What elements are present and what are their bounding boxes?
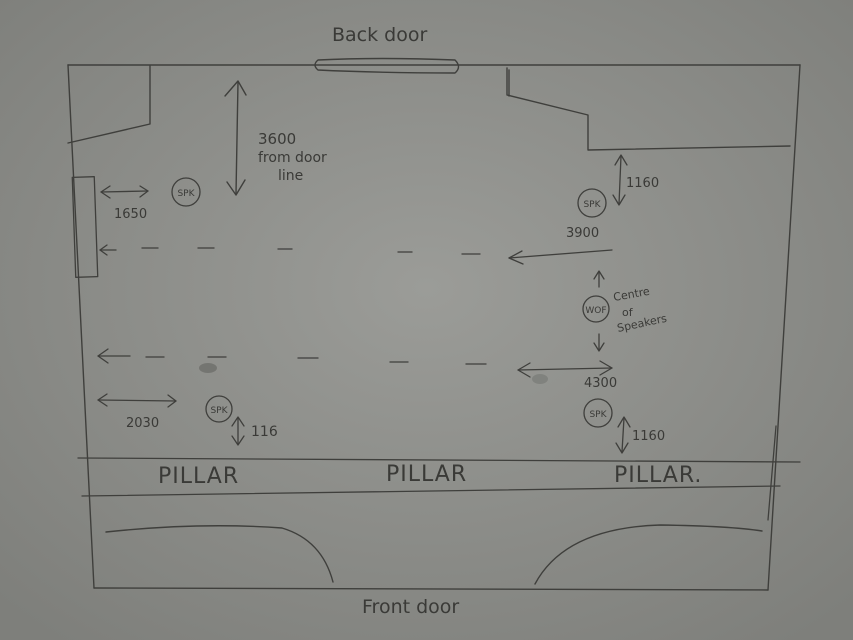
speaker-bottom-left: SPK <box>205 395 233 423</box>
speaker-top-left: SPK <box>171 177 201 207</box>
top-left-fixture <box>67 65 151 144</box>
dim-2030-value: 2030 <box>126 416 159 431</box>
dim-1650-arrow <box>100 185 149 199</box>
speaker-line-bottom <box>97 348 487 365</box>
speaker-top-right: SPK <box>577 188 607 218</box>
back-door <box>314 57 460 74</box>
pillar-label-1: PILLAR <box>158 464 239 489</box>
speaker-line-top <box>99 244 481 256</box>
dim-4300-arrow <box>517 360 613 378</box>
dim-116-arrow <box>231 416 245 446</box>
front-door-label: Front door <box>362 596 459 618</box>
dim-1650-value: 1650 <box>114 207 147 222</box>
pillar-label-2: PILLAR <box>386 462 467 487</box>
speaker-label: SPK <box>589 410 607 420</box>
top-right-fixture <box>506 67 791 151</box>
left-wall-unit <box>71 175 99 279</box>
front-entrance-curves <box>105 524 763 585</box>
woofer-centre: WOF <box>582 295 610 323</box>
pillar-label-3: PILLAR. <box>614 463 702 488</box>
dim-1160-top-arrow <box>612 154 628 206</box>
dim-woofer-arrow <box>593 270 605 352</box>
smudge-mark <box>532 374 548 384</box>
dim-116-value: 116 <box>251 424 278 440</box>
dim-3600-note-1: from door <box>258 150 327 166</box>
room-outline <box>67 64 801 591</box>
dim-3900-value: 3900 <box>566 226 599 241</box>
speaker-label: SPK <box>210 406 228 416</box>
dim-2030-arrow <box>97 393 177 408</box>
dim-3600-note-2: line <box>278 168 303 184</box>
dim-3600-value: 3600 <box>258 130 296 148</box>
woofer-label: WOF <box>585 306 606 316</box>
dim-1160-top-value: 1160 <box>626 176 659 191</box>
speaker-label: SPK <box>177 189 195 199</box>
dim-1160-bottom-arrow <box>615 416 631 454</box>
dim-4300-value: 4300 <box>584 376 617 391</box>
pillar-band <box>77 425 801 521</box>
back-door-label: Back door <box>332 24 427 46</box>
speaker-bottom-right: SPK <box>583 398 613 428</box>
smudge-mark <box>199 363 217 373</box>
dim-3900-arrow <box>508 249 613 265</box>
centre-note-2: of <box>622 306 634 319</box>
dim-1160-bottom-value: 1160 <box>632 429 665 444</box>
centre-note-1: Centre <box>612 285 651 304</box>
dim-3600-arrow <box>224 80 247 196</box>
speaker-label: SPK <box>583 200 601 210</box>
